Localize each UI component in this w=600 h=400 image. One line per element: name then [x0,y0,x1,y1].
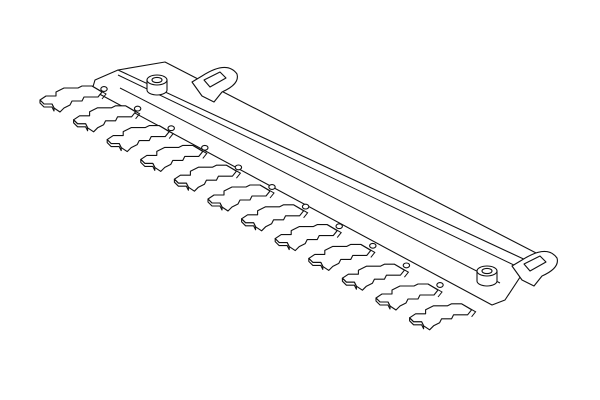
contact-tab [341,263,405,291]
contact-tab-edge [409,317,425,330]
hole [369,242,377,249]
clip-slot [203,71,227,88]
contact-tab-edge [274,238,290,251]
contact-bend [259,184,275,199]
hole [133,105,142,112]
contact-bend [192,144,208,159]
bar-holes [100,86,444,288]
hole [335,223,343,230]
contact-bend [461,303,477,318]
hole [167,125,175,132]
contact-tab [73,105,137,133]
contact-bend [394,263,410,278]
contact-tab [241,204,305,232]
contact-tab [140,144,204,172]
contact-tab [39,85,103,113]
hole [268,184,276,190]
end-clips [191,66,558,287]
contact-tab-edge [207,198,223,211]
hole [201,144,209,151]
contact-bend [360,243,376,258]
contact-bend [91,85,107,100]
contact-tab [274,224,338,252]
contact-tab [106,125,170,153]
hole [234,164,243,171]
contact-tab-edge [73,119,89,132]
contact-tab-edge [341,277,357,290]
contact-tab-edge [308,257,324,270]
bolt-socket [151,76,163,84]
hole [100,86,108,92]
contact-tab-edge [140,158,156,171]
hole [436,282,444,288]
hole [402,262,411,269]
contact-tab-edge [173,178,189,191]
contact-tab [173,164,237,192]
bar-front-strip [91,69,531,306]
contact-tabs [39,85,477,331]
contact-tab [375,283,439,311]
contact-tab [308,243,372,271]
contact-bend [158,125,174,139]
contact-tab-edge [106,139,122,152]
contact-bend [293,204,309,219]
bolts [146,74,498,287]
bar-edge-line [117,74,521,269]
hole [301,203,310,210]
contact-tab-edge [39,99,55,112]
contact-tab [207,184,271,212]
bolt-socket [481,267,493,275]
mounting-bar [91,61,541,306]
contact-bend [326,224,342,238]
contact-bend [226,164,242,179]
bar-edge-line [119,87,501,284]
contact-tab [409,303,473,331]
contact-bend [125,105,141,120]
contact-bend [427,283,443,298]
clip-slot [523,255,547,272]
contact-tab-edge [241,218,257,231]
contact-tab-edge [375,297,391,310]
